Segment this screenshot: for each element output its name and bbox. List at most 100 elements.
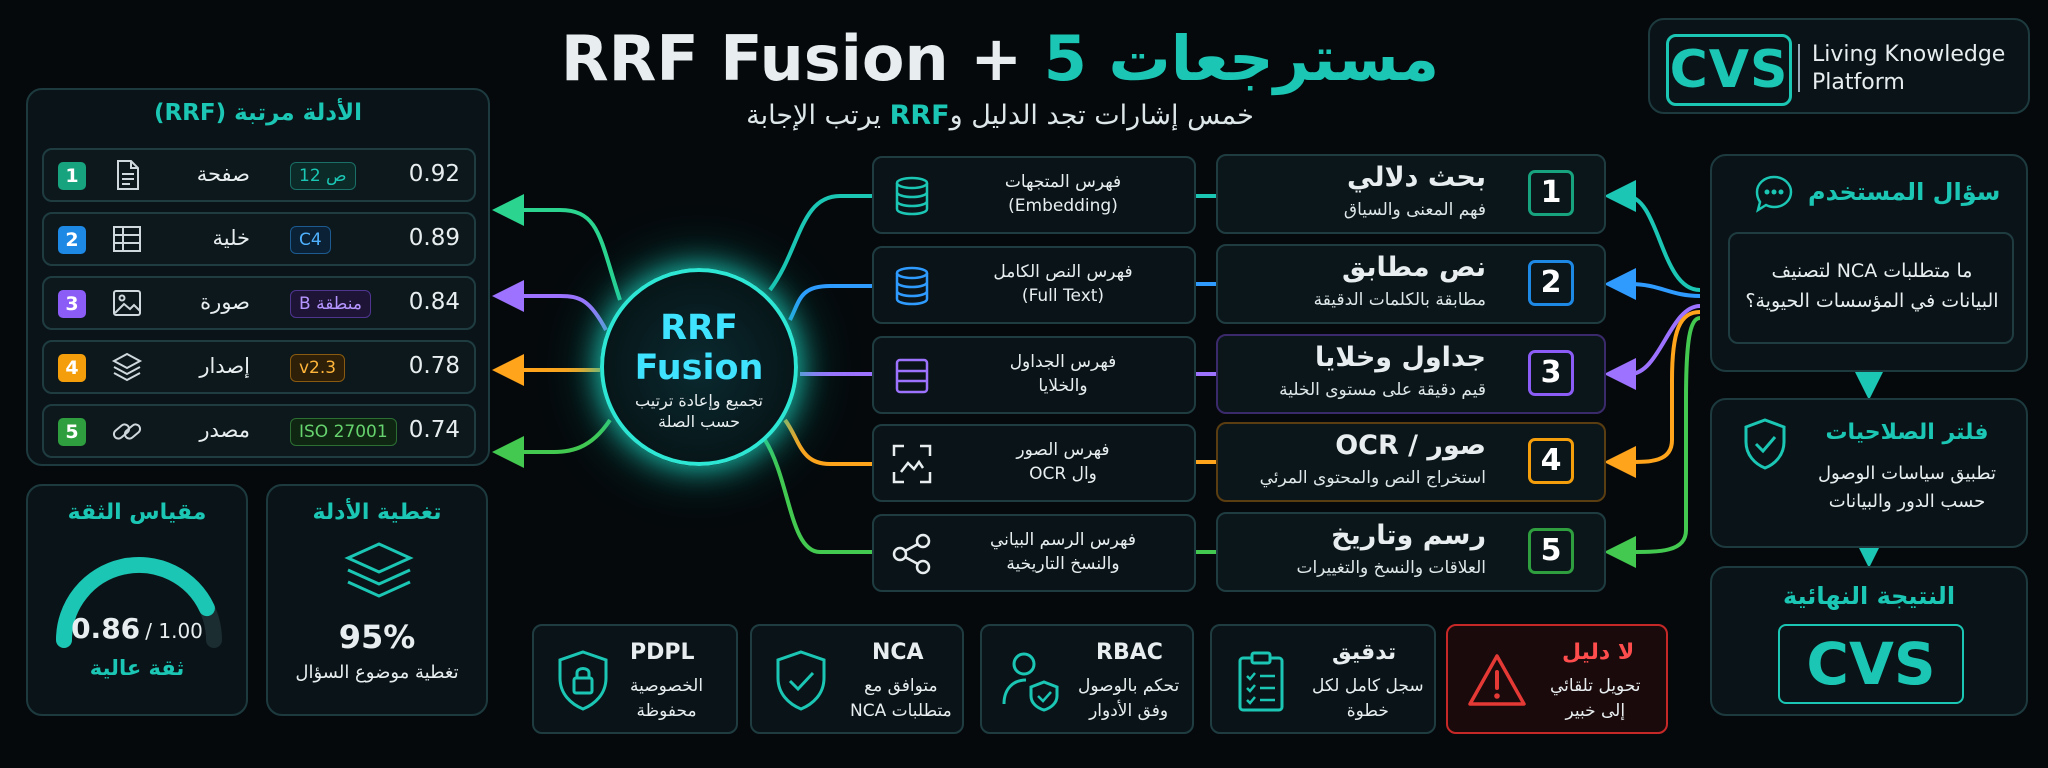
evidence-score: 0.74	[408, 417, 460, 443]
evidence-type: صورة	[200, 290, 250, 314]
confidence-gauge-card: مقياس الثقة 0.86 / 1.00 ثقة عالية	[26, 484, 248, 716]
retriever-title: نص مطابق	[1341, 252, 1486, 283]
evidence-row[interactable]: 2 خلية C4 0.89	[42, 212, 476, 266]
retriever-ocr[interactable]: 4 صور / OCR استخراج النص والمحتوى المرئي	[1216, 422, 1606, 502]
retriever-desc: قيم دقيقة على مستوى الخلية	[1279, 380, 1486, 400]
evidence-type: مصدر	[199, 418, 250, 442]
retriever-graph[interactable]: 5 رسم وتاريخ العلاقات والنسخ والتغييرات	[1216, 512, 1606, 592]
brand-logo: CVS Living Knowledge Platform	[1648, 18, 2030, 114]
permission-title: فلتر الصلاحيات	[1825, 420, 1989, 445]
graph-icon	[890, 532, 934, 576]
link-icon	[110, 414, 144, 448]
evidence-row[interactable]: 3 صورة منطقة B 0.84	[42, 276, 476, 330]
evidence-score: 0.84	[408, 289, 460, 315]
table-index-icon	[890, 354, 934, 398]
hub-line-1: RRF	[660, 308, 738, 348]
retriever-desc: مطابقة بالكلمات الدقيقة	[1313, 290, 1486, 310]
index-box: فهرس النص الكامل(Full Text)	[872, 246, 1196, 324]
retriever-semantic[interactable]: 1 بحث دلالي فهم المعنى والسياق	[1216, 154, 1606, 234]
gauge-title: مقياس الثقة	[67, 500, 207, 525]
retriever-number: 1	[1528, 170, 1574, 216]
database-icon	[890, 174, 934, 218]
card-title: NCA	[872, 640, 924, 665]
chat-bubble-icon	[1752, 172, 1796, 216]
user-shield-icon	[1000, 648, 1062, 714]
title-accent: 5 مسترجعات	[1043, 22, 1440, 95]
shield-lock-icon	[552, 648, 614, 714]
evidence-ref-badge: ص 12	[290, 162, 356, 190]
retriever-exact-text[interactable]: 2 نص مطابق مطابقة بالكلمات الدقيقة	[1216, 244, 1606, 324]
final-result-panel: النتيجة النهائية CVS	[1710, 566, 2028, 716]
final-title: النتيجة النهائية	[1782, 582, 1956, 610]
retriever-tables[interactable]: 3 جداول وخلايا قيم دقيقة على مستوى الخلي…	[1216, 334, 1606, 414]
shield-check-icon	[770, 648, 832, 714]
index-label: فهرس المتجهات(Embedding)	[1004, 172, 1122, 216]
evidence-row[interactable]: 4 إصدار v2.3 0.78	[42, 340, 476, 394]
coverage-caption: تغطية موضوع السؤال	[295, 662, 459, 683]
table-icon	[110, 222, 144, 256]
image-icon	[110, 286, 144, 320]
logo-divider	[1798, 44, 1800, 92]
index-box: فهرس المتجهات(Embedding)	[872, 156, 1196, 234]
coverage-title: تغطية الأدلة	[312, 500, 442, 525]
retriever-desc: العلاقات والنسخ والتغييرات	[1296, 558, 1486, 578]
retriever-desc: فهم المعنى والسياق	[1343, 200, 1486, 220]
evidence-ref-badge: C4	[290, 226, 331, 254]
gauge-value-group: 0.86 / 1.00	[28, 612, 246, 645]
document-icon	[110, 158, 144, 192]
logo-mark: CVS	[1666, 34, 1792, 106]
evidence-row[interactable]: 1 صفحة ص 12 0.92	[42, 148, 476, 202]
retriever-desc: استخراج النص والمحتوى المرئي	[1259, 468, 1486, 488]
evidence-score: 0.89	[408, 225, 460, 251]
warning-icon	[1466, 648, 1528, 714]
evidence-rank: 4	[58, 354, 86, 382]
gauge-value: 0.86	[71, 612, 141, 645]
logo-line-1: Living Knowledge	[1812, 42, 2006, 67]
subtitle-accent: RRF	[889, 100, 950, 131]
page-title: RRF Fusion + 5 مسترجعات	[560, 22, 1440, 95]
evidence-row[interactable]: 5 مصدر ISO 27001 0.74	[42, 404, 476, 458]
clipboard-icon	[1230, 648, 1292, 714]
card-title: RBAC	[1096, 640, 1163, 665]
scan-icon	[890, 442, 934, 486]
layers-icon	[340, 538, 418, 608]
card-title: PDPL	[630, 640, 695, 665]
retriever-number: 5	[1528, 528, 1574, 574]
evidence-type: إصدار	[199, 354, 250, 378]
evidence-score: 0.78	[408, 353, 460, 379]
evidence-score: 0.92	[408, 161, 460, 187]
evidence-type: خلية	[212, 226, 250, 250]
retriever-title: صور / OCR	[1335, 430, 1486, 461]
ranked-evidence-panel: الأدلة مرتبة (RRF) 1 صفحة ص 12 0.92 2 خل…	[26, 88, 490, 466]
database-icon	[890, 264, 934, 308]
evidence-ref-badge: v2.3	[290, 354, 346, 382]
evidence-rank: 1	[58, 162, 86, 190]
evidence-coverage-card: تغطية الأدلة 95% تغطية موضوع السؤال	[266, 484, 488, 716]
index-label: فهرس النص الكامل(Full Text)	[993, 262, 1133, 306]
retriever-number: 2	[1528, 260, 1574, 306]
retriever-number: 4	[1528, 438, 1574, 484]
logo-line-2: Platform	[1812, 70, 1905, 95]
card-title: لا دليل	[1562, 640, 1635, 665]
evidence-ref-badge: ISO 27001	[290, 418, 397, 446]
evidence-rank: 2	[58, 226, 86, 254]
retriever-number: 3	[1528, 350, 1574, 396]
gauge-caption: ثقة عالية	[89, 656, 185, 680]
